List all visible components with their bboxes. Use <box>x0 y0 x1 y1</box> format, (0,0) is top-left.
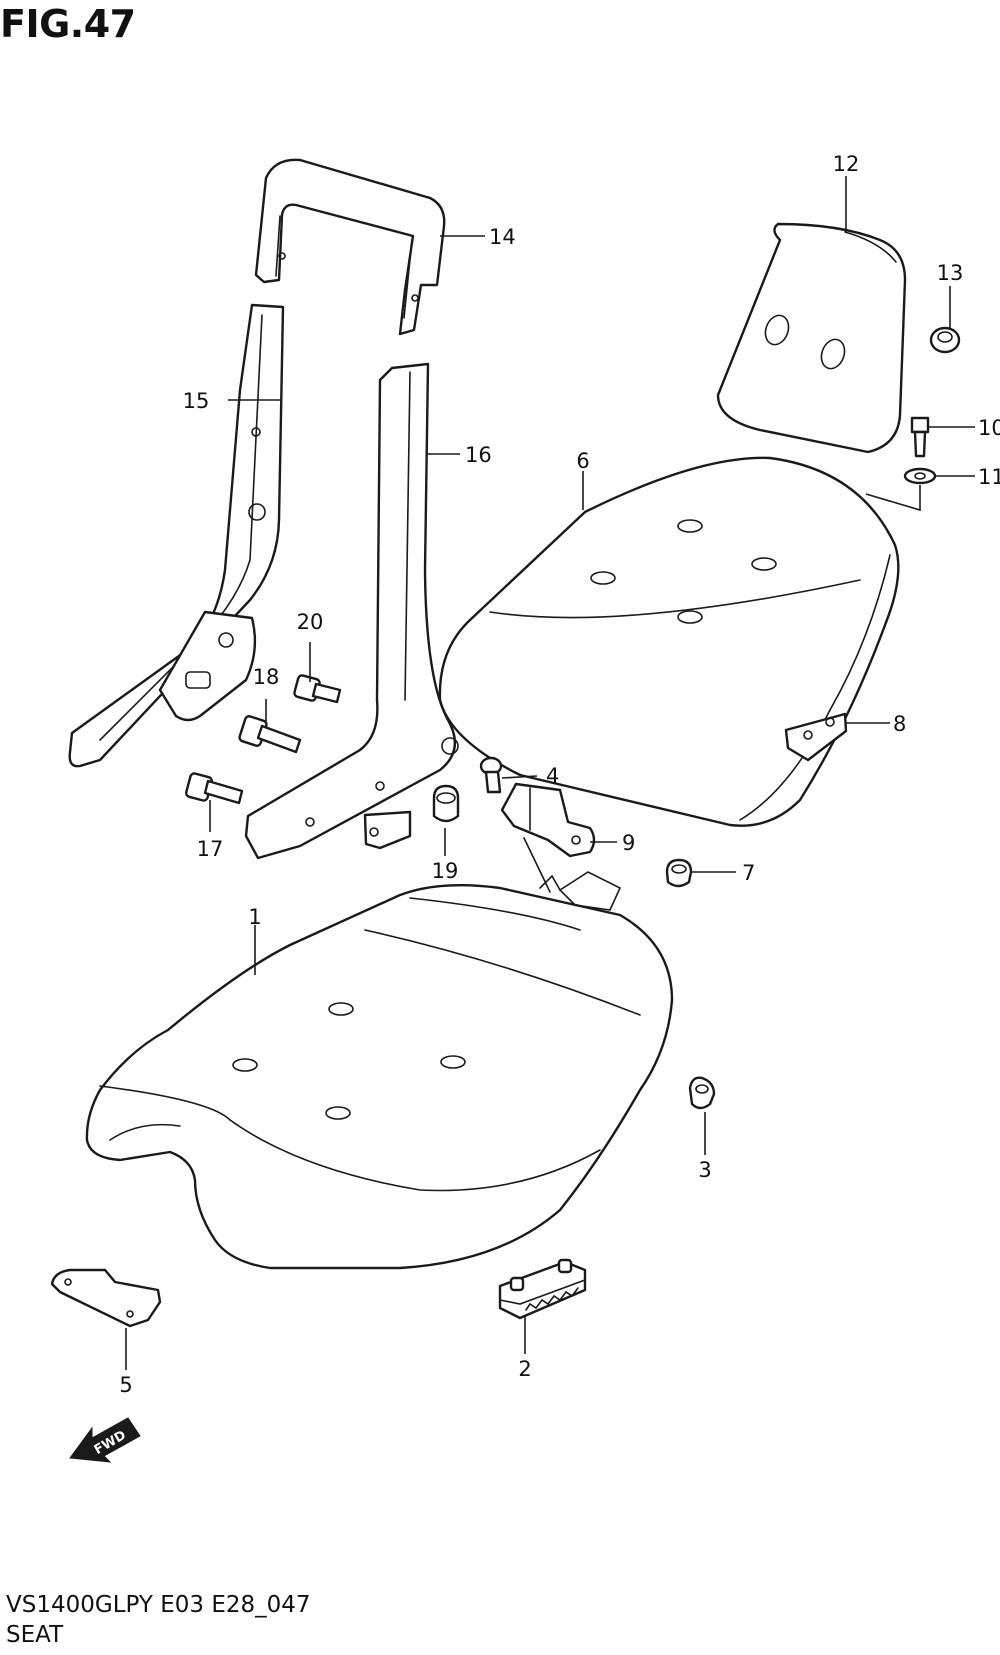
callout-6: 6 <box>576 449 589 473</box>
part-12-backrest-pad <box>716 222 907 454</box>
part-15-backrest-stay-left <box>68 303 285 768</box>
part-11-washer <box>903 467 937 485</box>
callout-16: 16 <box>465 443 492 467</box>
callout-18: 18 <box>253 665 280 689</box>
model-code: VS1400GLPY E03 E28_047 <box>6 1592 311 1618</box>
callout-7: 7 <box>742 861 755 885</box>
callout-3: 3 <box>698 1158 711 1182</box>
part-2-cushion <box>498 1258 587 1320</box>
callout-12: 12 <box>833 152 860 176</box>
callout-19: 19 <box>432 859 459 883</box>
part-5-bracket <box>50 1268 162 1328</box>
part-13-grommet <box>929 326 961 354</box>
section-name: SEAT <box>6 1622 64 1648</box>
callout-1: 1 <box>248 905 261 929</box>
leader-lines <box>125 176 975 1370</box>
callout-15: 15 <box>183 389 210 413</box>
part-16-backrest-stay-right <box>244 362 459 860</box>
callout-5: 5 <box>119 1373 132 1397</box>
part-17-bolt <box>184 772 244 805</box>
callout-labels: 1 2 3 4 5 6 7 8 9 10 11 12 13 14 15 16 1… <box>119 152 1000 1397</box>
part-3-grommet <box>688 1076 716 1110</box>
part-6-pillion-seat <box>438 456 900 827</box>
part-4-bolt <box>479 756 503 794</box>
part-8-bracket <box>784 712 848 762</box>
callout-20: 20 <box>297 610 324 634</box>
part-19-collar <box>432 784 460 823</box>
callout-2: 2 <box>518 1357 531 1381</box>
part-14-backrest-handle <box>254 158 446 336</box>
fwd-arrow-icon: FWD <box>69 1417 141 1463</box>
callout-8: 8 <box>893 712 906 736</box>
part-1-rider-seat <box>85 871 674 1270</box>
figure-title: FIG.47 <box>0 2 136 46</box>
callout-4: 4 <box>546 764 559 788</box>
callout-13: 13 <box>937 261 964 285</box>
part-7-grommet <box>665 858 693 888</box>
part-18-bolt <box>238 715 302 754</box>
callout-11: 11 <box>978 465 1000 489</box>
callout-17: 17 <box>197 837 224 861</box>
part-20-bolt <box>293 674 342 704</box>
part-9-seat-bracket <box>500 782 596 893</box>
part-10-bolt <box>910 416 930 458</box>
callout-14: 14 <box>489 225 516 249</box>
figure-footer: VS1400GLPY E03 E28_047 SEAT <box>6 1590 311 1650</box>
callout-9: 9 <box>622 831 635 855</box>
callout-10: 10 <box>978 416 1000 440</box>
